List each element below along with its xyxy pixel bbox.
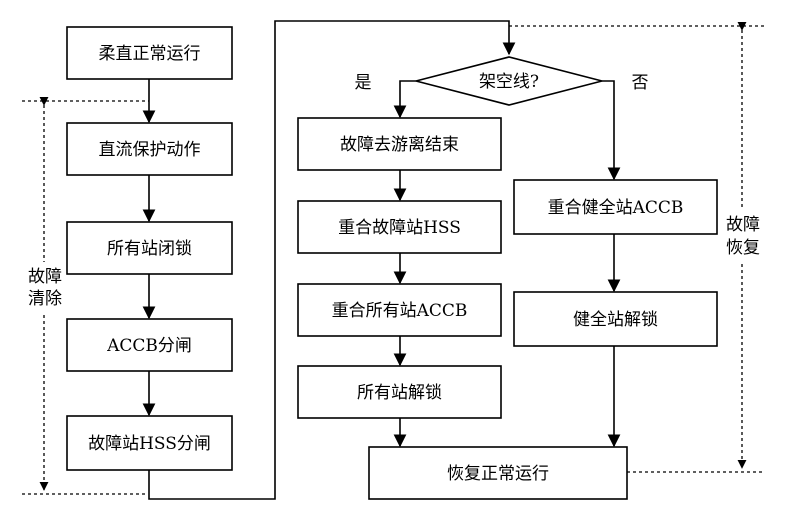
decision-label: 架空线? [479, 72, 539, 92]
box-label: 重合故障站HSS [338, 218, 461, 238]
box-flexible-dc-normal-operation: 柔直正常运行 [66, 26, 233, 80]
box-fault-station-hss-open: 故障站HSS分闸 [66, 415, 233, 471]
box-reclose-healthy-station-accb: 重合健全站ACCB [513, 179, 718, 235]
box-label: 健全站解锁 [573, 310, 658, 330]
phase-label-line2: 恢复 [726, 238, 760, 258]
box-restore-normal-operation: 恢复正常运行 [368, 446, 628, 500]
no-label: 否 [632, 73, 649, 93]
box-all-stations-block: 所有站闭锁 [66, 221, 233, 275]
box-reclose-fault-station-hss: 重合故障站HSS [297, 200, 502, 254]
box-reclose-all-stations-accb: 重合所有站ACCB [297, 283, 502, 337]
arrow-yes-branch [393, 80, 416, 119]
box-label: 所有站解锁 [357, 383, 442, 403]
box-label: 所有站闭锁 [107, 239, 192, 259]
phase-fault-clearing: 故障 清除 [22, 96, 149, 495]
box-all-stations-deblock: 所有站解锁 [297, 365, 502, 419]
box-accb-open: ACCB分闸 [66, 318, 233, 372]
arrow-no-branch [602, 80, 621, 181]
box-fault-deionization-end: 故障去游离结束 [297, 117, 502, 171]
box-label: 重合健全站ACCB [548, 198, 684, 218]
phase-label-line1: 故障 [28, 267, 62, 287]
yes-label: 是 [355, 73, 372, 93]
decision-overhead-line: 架空线? [415, 56, 603, 106]
phase-label-line1: 故障 [726, 215, 760, 235]
box-label: ACCB分闸 [106, 336, 192, 356]
box-healthy-station-deblock: 健全站解锁 [513, 291, 718, 347]
phase-fault-recovery: 故障 恢复 [509, 21, 766, 473]
box-dc-protection-action: 直流保护动作 [66, 122, 233, 176]
box-label: 重合所有站ACCB [332, 301, 468, 321]
box-label: 柔直正常运行 [99, 44, 201, 64]
phase-label-line2: 清除 [28, 289, 62, 309]
box-label: 故障去游离结束 [340, 135, 459, 155]
box-label: 直流保护动作 [99, 140, 201, 160]
box-label: 恢复正常运行 [447, 464, 549, 484]
box-label: 故障站HSS分闸 [88, 434, 211, 454]
